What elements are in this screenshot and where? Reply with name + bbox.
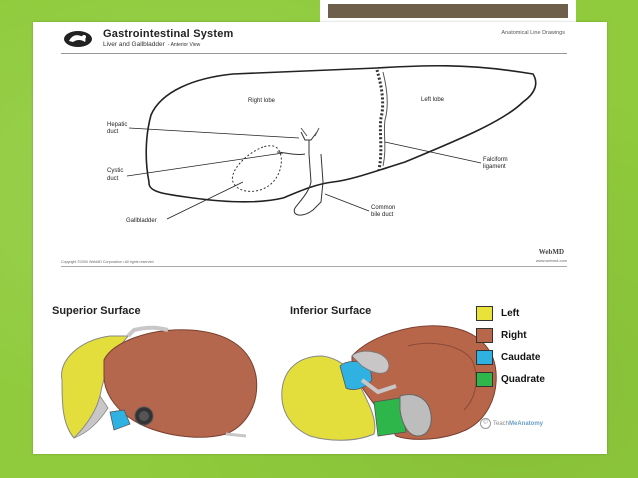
leader-lines bbox=[126, 127, 482, 220]
legend-swatch-quadrate bbox=[476, 371, 493, 387]
label-cystic-duct-1: Cystic bbox=[107, 168, 123, 174]
label-hepatic-duct-2: duct bbox=[107, 129, 119, 135]
label-common-bile-2: bile duct bbox=[371, 212, 394, 218]
label-right-lobe: Right lobe bbox=[248, 98, 276, 104]
webmd-brand: WebMD bbox=[538, 248, 564, 256]
subtitle-main: Liver and Gallbladder bbox=[103, 41, 165, 48]
footer-url: www.webmd.com bbox=[535, 258, 567, 263]
inferior-gallbladder bbox=[399, 394, 432, 437]
legend-label-quadrate: Quadrate bbox=[501, 373, 545, 385]
legend-swatch-caudate bbox=[476, 349, 493, 365]
credit-prefix: Teach bbox=[493, 420, 510, 427]
label-common-bile-1: Common bbox=[371, 205, 395, 211]
liver-outline bbox=[145, 64, 537, 203]
subtitle-view: - Anterior View bbox=[167, 42, 201, 48]
copyright-icon: © bbox=[480, 418, 491, 429]
top-tab bbox=[320, 0, 576, 22]
legend-item-caudate: Caudate bbox=[476, 346, 545, 368]
label-gallbladder: Gallbladder bbox=[126, 218, 157, 224]
footer-divider bbox=[61, 266, 567, 267]
label-hepatic-duct-1: Hepatic bbox=[107, 122, 127, 128]
header-divider bbox=[61, 53, 567, 54]
inferior-liver-illustration bbox=[281, 325, 497, 441]
falciform-ligament bbox=[375, 69, 385, 171]
webmd-logo-icon bbox=[64, 31, 92, 47]
header-right-label: Anatomical Line Drawings bbox=[501, 30, 565, 36]
copyright-text: Copyright ©2000 WebMD Corporation • All … bbox=[61, 260, 154, 264]
superior-liver-illustration bbox=[61, 325, 258, 439]
legend-label-caudate: Caudate bbox=[501, 351, 541, 363]
legend-label-right: Right bbox=[501, 329, 527, 341]
inferior-quadrate-lobe bbox=[373, 397, 407, 437]
superior-left-lobe bbox=[61, 335, 130, 439]
common-bile-duct bbox=[293, 153, 324, 216]
legend-swatch-left bbox=[476, 305, 493, 321]
top-tab-bar bbox=[328, 4, 568, 18]
label-falciform-2: ligament bbox=[483, 164, 506, 170]
liver-line-drawing: Right lobe Left lobe Hepatic duct Cystic… bbox=[107, 64, 537, 224]
label-cystic-duct-2: duct bbox=[107, 176, 119, 182]
inferior-surface-title: Inferior Surface bbox=[290, 305, 372, 317]
legend-item-quadrate: Quadrate bbox=[476, 368, 545, 390]
legend-item-right: Right bbox=[476, 324, 545, 346]
diagram-title: Gastrointestinal System bbox=[103, 28, 234, 40]
gallbladder-outline bbox=[231, 145, 282, 192]
label-left-lobe: Left lobe bbox=[421, 97, 445, 103]
label-falciform-1: Falciform bbox=[483, 157, 508, 163]
legend-item-left: Left bbox=[476, 302, 545, 324]
legend-swatch-right bbox=[476, 327, 493, 343]
credit-brand: MeAnatomy bbox=[509, 420, 544, 427]
color-legend: Left Right Caudate Quadrate bbox=[476, 302, 545, 390]
diagram-subtitle: Liver and Gallbladder- Anterior View bbox=[103, 41, 200, 48]
superior-surface-title: Superior Surface bbox=[52, 305, 141, 317]
legend-label-left: Left bbox=[501, 307, 520, 319]
hepatic-ducts bbox=[276, 131, 318, 156]
